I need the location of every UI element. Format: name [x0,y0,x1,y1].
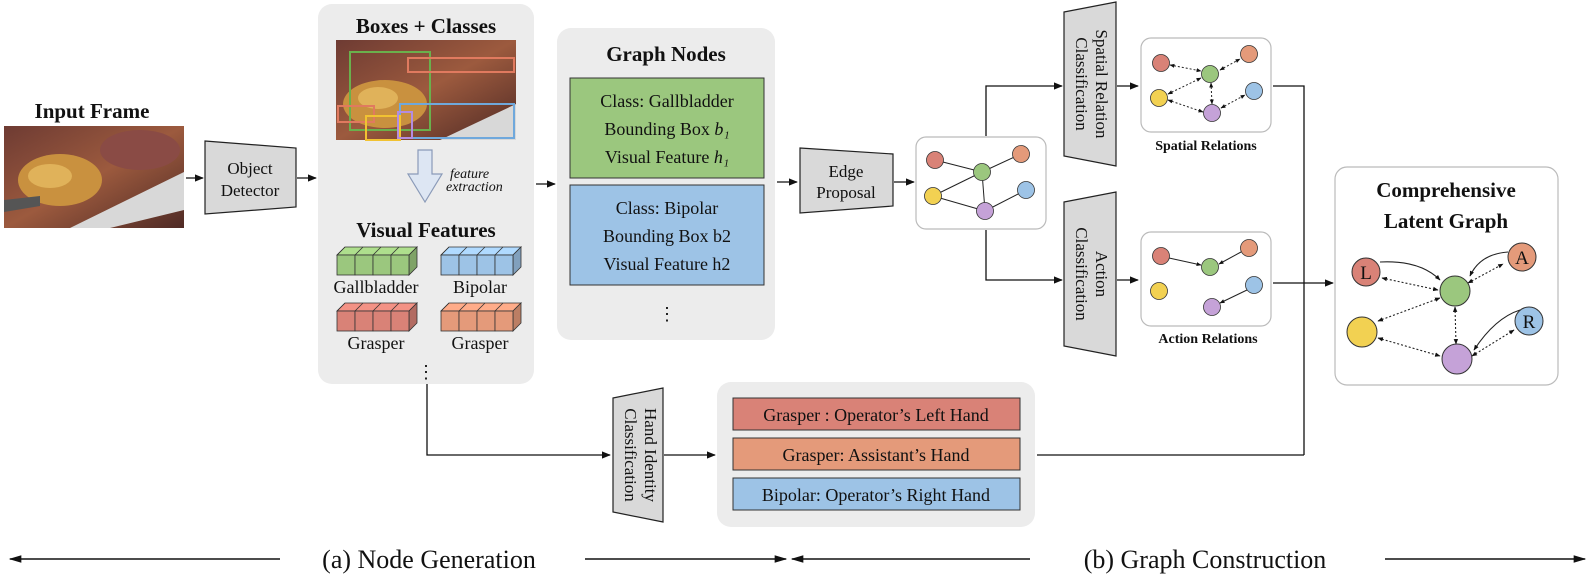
edge-proposal-label-2: Proposal [816,183,876,202]
edge-proposal-label-1: Edge [829,162,864,181]
feature-vector-block [440,246,522,276]
feature-ellipsis: ⋮ [417,362,435,382]
feature-label-gallbladder: Gallbladder [334,277,419,297]
spatial-classifier-block [1063,1,1117,167]
feature-vector-block [336,246,418,276]
feature-extraction-label-2: extraction [446,180,503,195]
spatial-relations-graph [1167,58,1246,113]
hand-row-left [732,397,1021,431]
stage-a-label: (a) Node Generation [322,545,536,574]
hand-row-right-label: Bipolar: Operator’s Right Hand [762,485,990,505]
action-relations-caption: Action Relations [1158,332,1258,347]
feature-extraction-label-1: feature [450,167,489,182]
latent-node-l: L [1360,263,1372,284]
action-relations-card [1140,231,1272,327]
boxes-classes-title: Boxes + Classes [356,14,496,38]
spatial-classifier-label-2: Classification [1072,37,1091,131]
hand-row-assistant-label: Grasper: Assistant’s Hand [783,445,970,465]
spatial-classifier-label-1: Spatial Relation [1092,29,1111,139]
graph-nodes-ellipsis: ⋮ [658,304,676,324]
node1-feature: Visual Feature h₁ [605,147,729,167]
input-frame-title: Input Frame [35,99,150,123]
visual-features-title: Visual Features [356,218,495,242]
graph-nodes-panel [557,28,775,340]
latent-node-a: A [1515,248,1529,269]
input-frame-image [4,126,184,228]
object-detector-label-2: Detector [221,181,280,200]
stage-b-label: (b) Graph Construction [1084,545,1327,574]
edge-proposal-block [799,147,894,214]
action-classifier-block [1063,191,1117,357]
node1-class: Class: Gallbladder [600,91,733,111]
latent-graph-title-2: Latent Graph [1384,209,1509,233]
proposed-graph-card [915,136,1047,230]
hand-row-assistant [732,437,1021,471]
feature-extraction-arrow [406,149,444,204]
action-relations-graph [1168,251,1248,304]
hand-row-left-label: Grasper : Operator’s Left Hand [763,405,989,425]
feature-label-grasper-1: Grasper [348,333,405,353]
action-classifier-label-1: Action [1092,251,1111,298]
hand-identity-classifier-block [612,387,664,523]
node-card-gallbladder [569,77,765,179]
feature-vector-block [336,302,418,332]
proposed-graph [924,145,1035,220]
latent-graph-title-1: Comprehensive [1376,178,1516,202]
node-card-bipolar [569,184,765,286]
node2-class: Class: Bipolar [616,198,719,218]
spatial-relations-caption: Spatial Relations [1155,139,1257,154]
node2-bbox: Bounding Box b2 [603,226,731,246]
feature-label-bipolar: Bipolar [453,277,507,297]
object-detector-block [204,140,297,215]
feature-vector-block [440,302,522,332]
detection-image [336,40,516,141]
object-detector-label-1: Object [227,159,273,178]
action-classifier-label-2: Classification [1072,227,1091,321]
hand-classifier-label-1: Hand Identity [641,408,660,502]
latent-graph [1377,251,1521,357]
hand-classifier-label-2: Classification [621,408,640,502]
node1-bbox: Bounding Box b₁ [604,119,729,139]
latent-node-r: R [1523,312,1536,333]
node2-feature: Visual Feature h2 [604,254,731,274]
hand-row-right [732,477,1021,511]
feature-label-grasper-2: Grasper [452,333,509,353]
graph-nodes-title: Graph Nodes [606,42,726,66]
feature-blocks [336,246,522,332]
